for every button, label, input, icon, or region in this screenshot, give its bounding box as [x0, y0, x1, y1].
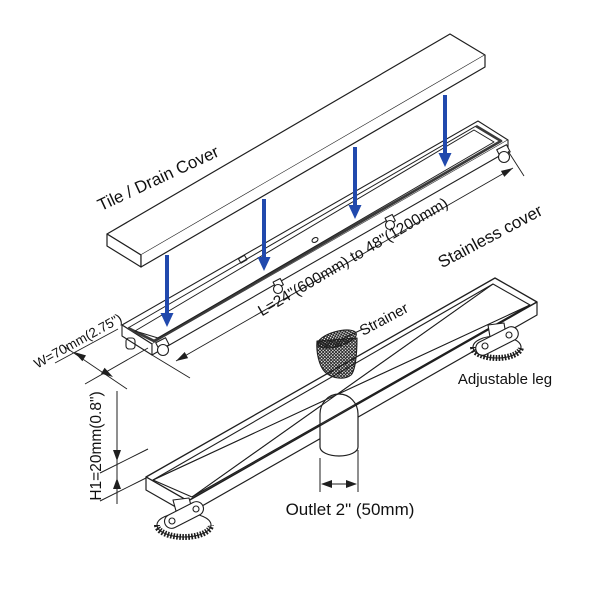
frame-tab	[237, 254, 248, 264]
frame-clip-left-hook	[125, 337, 136, 350]
frame-caster-right	[496, 144, 511, 164]
tile-drain-cover-part	[106, 33, 486, 268]
down-arrow-icon-1	[160, 255, 174, 327]
stainless-cover-frame-part	[121, 120, 511, 357]
frame-hole	[311, 236, 319, 244]
adjustable-leg-left	[154, 497, 214, 540]
down-arrow-icon-4	[438, 95, 452, 167]
adjustable-leg-right	[470, 322, 524, 361]
down-arrow-icon-3	[348, 147, 362, 219]
width-dimension	[54, 328, 149, 390]
outlet-dimension	[319, 450, 359, 492]
assembly-arrows	[160, 95, 452, 327]
height-dimension	[99, 391, 149, 504]
length-dimension	[151, 150, 525, 379]
adjustable-leg-label: Adjustable leg	[458, 371, 552, 388]
frame-clip-mid-2	[384, 213, 396, 231]
down-arrow-icon-2	[257, 199, 271, 271]
strainer-part	[316, 328, 364, 379]
stainless-cover-label: Stainless cover	[435, 201, 546, 272]
height-dimension-label: H1=20mm(0.8")	[88, 391, 105, 500]
drain-channel-body-part	[145, 277, 538, 515]
frame-clip-mid-1	[272, 277, 284, 295]
outlet-pipe	[319, 393, 359, 457]
outlet-dimension-label: Outlet 2" (50mm)	[286, 500, 415, 519]
frame-caster-left	[155, 337, 170, 357]
width-dimension-label: W=70mm(2.75")	[31, 311, 124, 372]
strainer-leader-line	[341, 328, 364, 340]
